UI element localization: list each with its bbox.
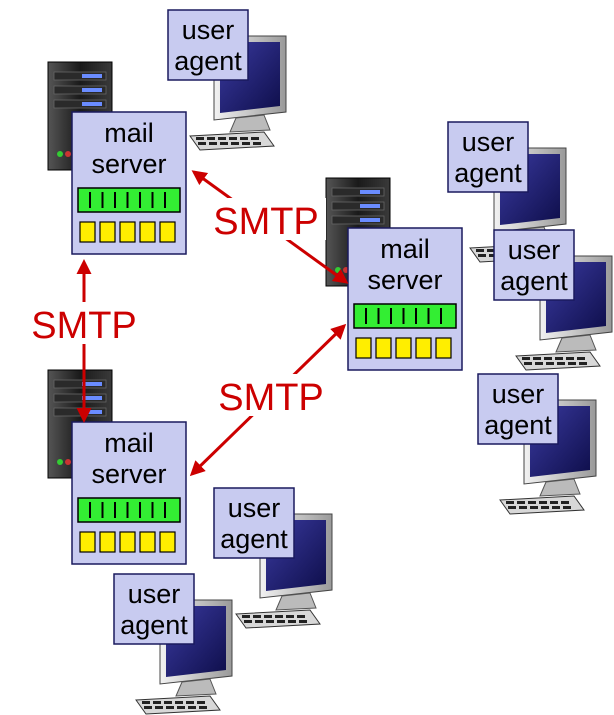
outgoing-message-queue	[353, 303, 457, 329]
mailbox	[99, 531, 116, 553]
user-agent: user agent	[213, 487, 295, 559]
user-agent-box	[113, 573, 195, 645]
user-agent-box	[477, 373, 559, 445]
user-agent: user agent	[477, 373, 559, 445]
user-agent: user agent	[167, 9, 249, 81]
user-mailboxes	[79, 221, 176, 243]
user-agent-label-line2: agent	[500, 266, 568, 296]
mail-server-label-line2: server	[91, 459, 166, 489]
user-agent-label-line2: agent	[120, 610, 188, 640]
user-agent: user agent	[493, 229, 575, 301]
message-queue-bar	[77, 187, 181, 213]
smtp-label-backing	[22, 302, 144, 344]
mail-server: mail server	[71, 421, 187, 565]
mail-server-label-line2: server	[367, 265, 442, 295]
user-agent-label-line2: agent	[220, 524, 288, 554]
mailbox	[99, 221, 116, 243]
user-agent-label-line1: user	[508, 235, 561, 265]
mailbox	[79, 221, 96, 243]
user-agent-label-line1: user	[228, 493, 281, 523]
mailbox	[375, 337, 392, 359]
user-agent-box	[447, 121, 529, 193]
mailbox	[415, 337, 432, 359]
smtp-label-backing	[208, 374, 332, 416]
mailbox	[119, 531, 136, 553]
desktop-computer-icon	[499, 399, 597, 515]
user-agent-label-line2: agent	[174, 46, 242, 76]
mail-server-label-line1: mail	[104, 118, 154, 148]
smtp-label: SMTP	[31, 305, 137, 347]
mailbox	[119, 221, 136, 243]
mailbox	[355, 337, 372, 359]
mail-server: mail server	[347, 227, 463, 371]
user-agent-box	[213, 487, 295, 559]
user-agent-box	[493, 229, 575, 301]
user-agent-label-line1: user	[128, 579, 181, 609]
desktop-computer-icon	[235, 513, 333, 629]
user-agent-label-line1: user	[182, 15, 235, 45]
user-agent-label-line1: user	[462, 127, 515, 157]
user-agent-label-line1: user	[492, 379, 545, 409]
mailbox	[79, 531, 96, 553]
outgoing-message-queue	[77, 497, 181, 523]
mailbox	[139, 531, 156, 553]
user-agent-label-line2: agent	[484, 410, 552, 440]
mailbox	[139, 221, 156, 243]
mail-server-label-line2: server	[91, 149, 166, 179]
mail-server-label-line1: mail	[104, 428, 154, 458]
outgoing-message-queue	[77, 187, 181, 213]
message-queue-bar	[77, 497, 181, 523]
mailbox	[435, 337, 452, 359]
user-mailboxes	[355, 337, 452, 359]
smtp-label-backing	[206, 198, 326, 240]
user-agent-box	[167, 9, 249, 81]
mailbox	[159, 221, 176, 243]
smtp-label: SMTP	[213, 201, 319, 243]
user-mailboxes	[79, 531, 176, 553]
user-agent-label-line2: agent	[454, 158, 522, 188]
user-agent: user agent	[113, 573, 195, 645]
smtp-label: SMTP	[218, 377, 324, 419]
message-queue-bar	[353, 303, 457, 329]
mailbox	[159, 531, 176, 553]
mailbox	[395, 337, 412, 359]
user-agent: user agent	[447, 121, 529, 193]
mail-server-label-line1: mail	[380, 234, 430, 264]
mail-server: mail server	[71, 111, 187, 255]
